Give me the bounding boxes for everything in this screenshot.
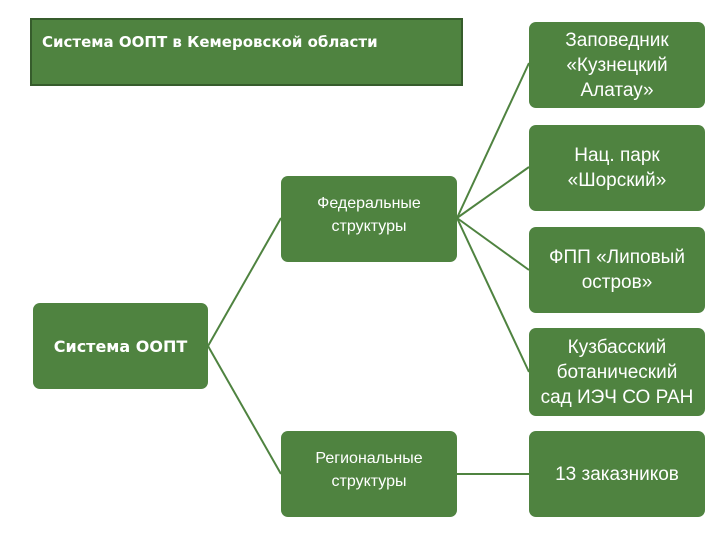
node-federal: Федеральные структуры xyxy=(281,176,457,262)
node-leaf-botanical-garden: Кузбасский ботанический сад ИЭЧ СО РАН xyxy=(529,328,705,416)
connector-federal-leaf-3 xyxy=(456,217,530,373)
node-regional: Региональные структуры xyxy=(281,431,457,517)
diagram-title-text: Система ООПТ в Кемеровской области xyxy=(42,33,378,51)
node-federal-label: Федеральные структуры xyxy=(317,195,421,235)
node-root-label: Система ООПТ xyxy=(53,336,188,356)
node-leaf-label: ФПП «Липовый остров» xyxy=(549,247,685,293)
connector-root-federal xyxy=(207,217,282,347)
node-leaf-label: Нац. парк «Шорский» xyxy=(567,145,667,191)
node-leaf-fpp: ФПП «Липовый остров» xyxy=(529,227,705,313)
connector-federal-leaf-2 xyxy=(456,217,530,271)
connector-root-regional xyxy=(207,345,282,475)
diagram-title: Система ООПТ в Кемеровской области xyxy=(30,18,463,86)
node-leaf-label: 13 заказников xyxy=(555,463,679,485)
node-regional-label: Региональные структуры xyxy=(315,450,423,490)
node-leaf-reserve: Заповедник «Кузнецкий Алатау» xyxy=(529,22,705,108)
node-leaf-label: Заповедник «Кузнецкий Алатау» xyxy=(565,29,669,101)
node-root: Система ООПТ xyxy=(33,303,208,389)
node-leaf-national-park: Нац. парк «Шорский» xyxy=(529,125,705,211)
connector-federal-leaf-0 xyxy=(456,62,530,219)
node-leaf-reserves-count: 13 заказников xyxy=(529,431,705,517)
connector-federal-leaf-1 xyxy=(456,166,530,219)
node-leaf-label: Кузбасский ботанический сад ИЭЧ СО РАН xyxy=(540,336,694,408)
